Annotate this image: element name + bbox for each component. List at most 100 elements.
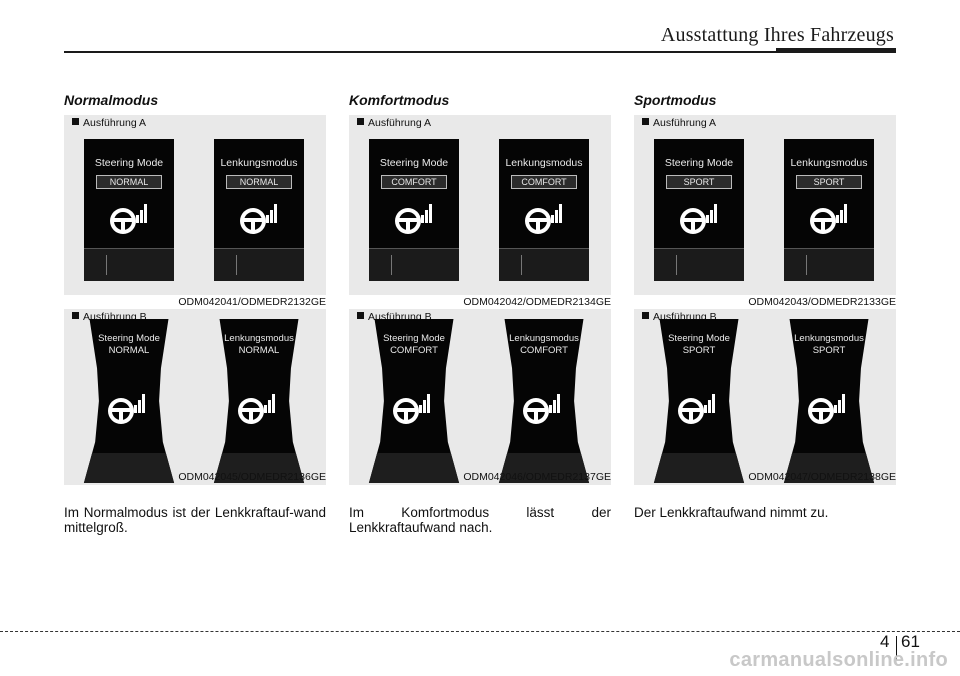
display-title: Steering Mode <box>383 333 445 344</box>
steering-wheel-bars-icon <box>108 201 150 237</box>
display-title: Lenkungsmodus <box>224 333 294 344</box>
mode-heading: Normalmodus <box>64 92 159 108</box>
mode-description: Im Komfortmodus lässt der Lenkkraftaufwa… <box>349 505 611 535</box>
display-footer <box>783 453 875 483</box>
display-divider <box>236 255 237 275</box>
display-footer <box>214 248 304 281</box>
steering-wheel-bars-icon <box>236 391 278 427</box>
watermark-text: carmanualsonline.info <box>729 649 948 671</box>
display-title: Lenkungsmodus <box>505 157 583 169</box>
figure-code-a: ODM042041/ODMEDR2132GE <box>178 296 326 308</box>
square-bullet-icon <box>357 312 364 319</box>
display-footer <box>84 248 174 281</box>
mode-badge: COMFORT <box>511 175 577 189</box>
display-divider <box>391 255 392 275</box>
variant-a-label-text: Ausführung A <box>653 117 717 129</box>
display-divider <box>676 255 677 275</box>
variant-a-label: Ausführung A <box>642 117 716 129</box>
display-title: Steering Mode <box>379 157 449 169</box>
mode-badge: SPORT <box>666 175 732 189</box>
mode-description: Der Lenkkraftaufwand nimmt zu. <box>634 505 829 520</box>
steering-wheel-bars-icon <box>678 201 720 237</box>
chapter-number: 4 <box>880 632 890 651</box>
page-header-title: Ausstattung Ihres Fahrzeugs <box>660 24 894 46</box>
steering-wheel-bars-icon <box>806 391 848 427</box>
mode-heading: Sportmodus <box>634 92 717 108</box>
display-footer <box>654 248 744 281</box>
footer-rule <box>0 631 960 632</box>
figure-code-a: ODM042042/ODMEDR2134GE <box>463 296 611 308</box>
display-divider <box>521 255 522 275</box>
variant-a-label: Ausführung A <box>357 117 431 129</box>
square-bullet-icon <box>72 118 79 125</box>
variant-a-label-text: Ausführung A <box>368 117 432 129</box>
figure-code-b: ODM042047/ODMEDR2138GE <box>748 471 896 483</box>
square-bullet-icon <box>642 312 649 319</box>
display-title: Lenkungsmodus <box>220 157 298 169</box>
display-footer <box>784 248 874 281</box>
display-mode: COMFORT <box>390 345 438 356</box>
display-footer <box>368 453 460 483</box>
square-bullet-icon <box>642 118 649 125</box>
page-number: 61 <box>901 632 920 651</box>
steering-wheel-bars-icon <box>523 201 565 237</box>
variant-a-label: Ausführung A <box>72 117 146 129</box>
steering-wheel-bars-icon <box>676 391 718 427</box>
display-title: Steering Mode <box>94 157 164 169</box>
display-title: Lenkungsmodus <box>509 333 579 344</box>
steering-wheel-bars-icon <box>521 391 563 427</box>
header-rule <box>64 51 896 53</box>
display-mode: NORMAL <box>238 345 280 356</box>
mode-badge: NORMAL <box>96 175 162 189</box>
mode-heading: Komfortmodus <box>349 92 450 108</box>
display-title: Steering Mode <box>98 333 160 344</box>
display-footer <box>498 453 590 483</box>
display-divider <box>106 255 107 275</box>
mode-description: Im Normalmodus ist der Lenkkraftauf-wand… <box>64 505 326 535</box>
display-footer <box>653 453 745 483</box>
figure-code-a: ODM042043/ODMEDR2133GE <box>748 296 896 308</box>
page-number-separator <box>896 636 897 660</box>
display-mode: SPORT <box>812 345 846 356</box>
display-mode: COMFORT <box>520 345 568 356</box>
display-title: Steering Mode <box>668 333 730 344</box>
figure-code-b: ODM042045/ODMEDR2136GE <box>178 471 326 483</box>
mode-badge: NORMAL <box>226 175 292 189</box>
variant-a-label-text: Ausführung A <box>83 117 147 129</box>
steering-wheel-bars-icon <box>393 201 435 237</box>
display-mode: SPORT <box>682 345 716 356</box>
display-title: Steering Mode <box>664 157 734 169</box>
display-footer <box>499 248 589 281</box>
figure-code-b: ODM042046/ODMEDR2137GE <box>463 471 611 483</box>
steering-wheel-bars-icon <box>238 201 280 237</box>
display-title: Lenkungsmodus <box>794 333 864 344</box>
mode-badge: SPORT <box>796 175 862 189</box>
display-footer <box>213 453 305 483</box>
display-divider <box>806 255 807 275</box>
steering-wheel-bars-icon <box>106 391 148 427</box>
display-footer <box>369 248 459 281</box>
